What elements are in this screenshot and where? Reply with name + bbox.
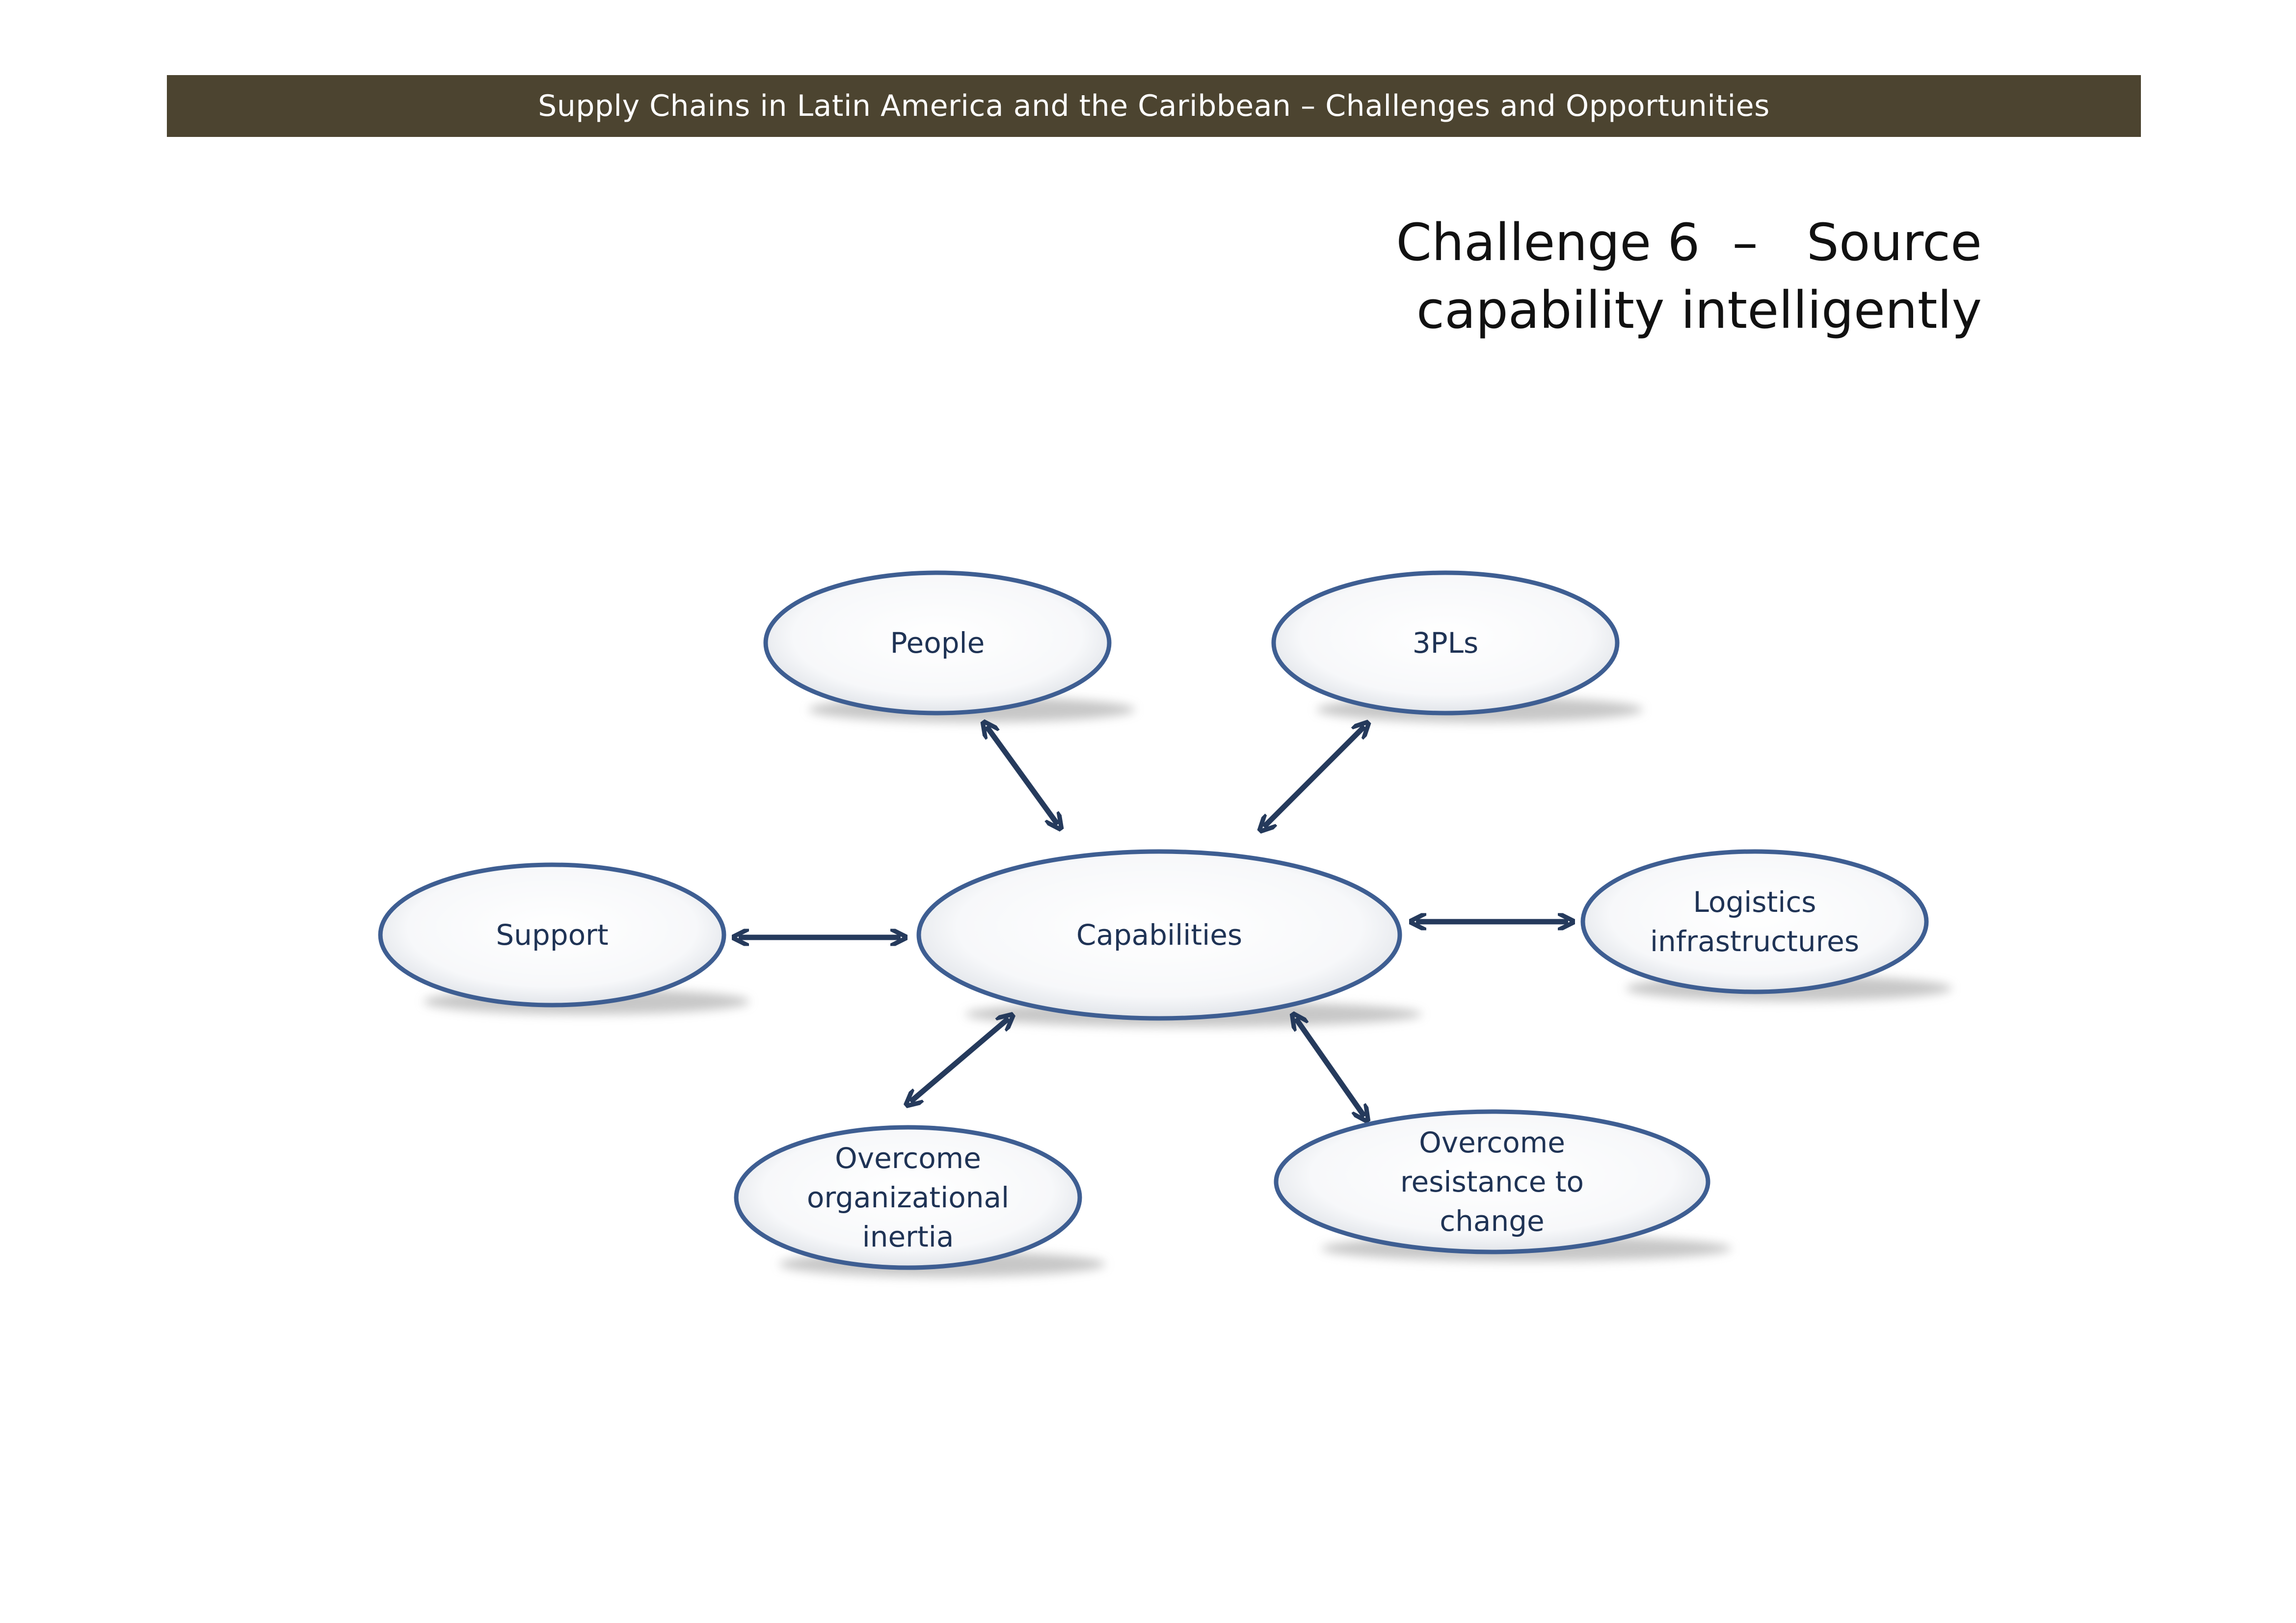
node-overcome-resistance-to-change: Overcome resistance to change	[1274, 1109, 1710, 1254]
node-label-logistics-infrastructures-2: infrastructures	[1650, 925, 1859, 958]
slide-title-line-1: Challenge 6 – Source	[1396, 213, 1982, 272]
node-oval-3pls	[1271, 570, 1620, 716]
node-label-logistics-infrastructures-1: Logistics	[1693, 885, 1816, 919]
node-label-support-1: Support	[496, 918, 608, 952]
node-people: People	[763, 570, 1112, 716]
node-oval-logistics-infrastructures	[1580, 849, 1929, 994]
node-label-overcome-organizational-inertia-2: organizational	[807, 1181, 1009, 1214]
slide-title: Challenge 6 – Source capability intellig…	[1396, 209, 1982, 344]
node-support: Support	[378, 862, 726, 1008]
node-oval-people	[763, 570, 1112, 716]
node-label-overcome-resistance-to-change-1: Overcome	[1419, 1126, 1565, 1159]
node-label-overcome-organizational-inertia-1: Overcome	[835, 1142, 981, 1175]
node-label-3pls-1: 3PLs	[1413, 626, 1478, 660]
node-oval-overcome-organizational-inertia	[734, 1125, 1082, 1270]
node-label-overcome-resistance-to-change-3: change	[1440, 1204, 1544, 1238]
node-logistics-infrastructures: Logistics infrastructures	[1580, 849, 1929, 994]
node-3pls: 3PLs	[1271, 570, 1620, 716]
diagram-edges	[739, 726, 1568, 1117]
header-title: Supply Chains in Latin America and the C…	[538, 89, 1770, 123]
arrow-capabilities-overcome-resistance-to-change	[1296, 1018, 1364, 1117]
node-capabilities: Capabilities	[916, 849, 1402, 1021]
arrow-capabilities-3pls	[1264, 726, 1364, 827]
node-label-people-1: People	[890, 626, 985, 660]
node-overcome-organizational-inertia: Overcome organizational inertia	[734, 1125, 1082, 1270]
arrow-capabilities-overcome-organizational-inertia	[910, 1018, 1009, 1102]
slide-title-line-2: capability intelligently	[1416, 280, 1982, 340]
node-label-overcome-organizational-inertia-3: inertia	[862, 1220, 954, 1253]
node-oval-capabilities	[916, 849, 1402, 1021]
node-oval-overcome-resistance-to-change	[1274, 1109, 1710, 1254]
node-oval-support	[378, 862, 726, 1008]
arrow-capabilities-people	[987, 726, 1058, 825]
header-bar: Supply Chains in Latin America and the C…	[167, 75, 2141, 137]
node-label-capabilities-1: Capabilities	[1076, 918, 1242, 952]
node-label-overcome-resistance-to-change-2: resistance to	[1400, 1165, 1584, 1198]
